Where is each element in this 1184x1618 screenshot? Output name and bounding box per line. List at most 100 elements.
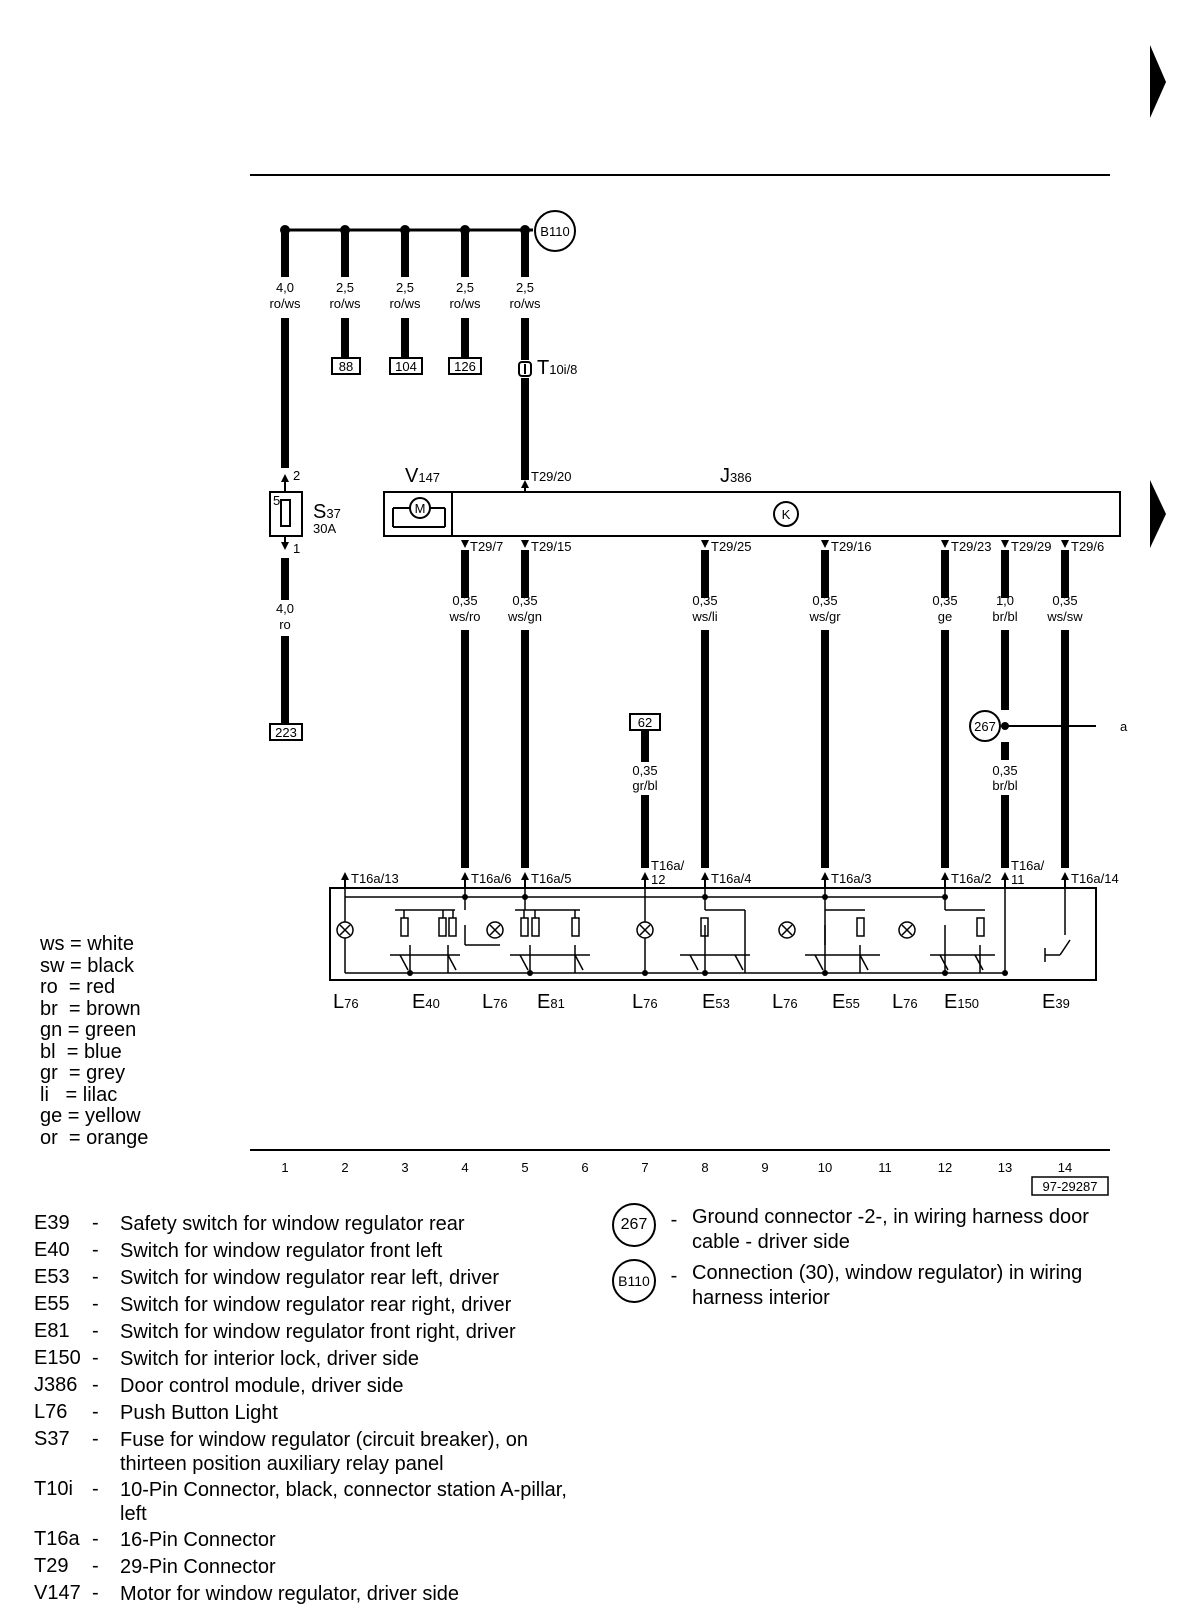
pin-arrow-icon [941, 872, 949, 880]
scale-number: 4 [461, 1160, 468, 1175]
scale-number: 11 [878, 1160, 892, 1175]
panel-junction [702, 894, 708, 900]
switch-pin: 12 [651, 872, 665, 887]
scale-number: 13 [998, 1160, 1012, 1175]
legend-row: or = orange [40, 1126, 149, 1149]
key-row: E150-Switch for interior lock, driver si… [34, 1347, 419, 1370]
wire-size: 0,35 [932, 593, 957, 608]
fuse-rating: 30A [313, 521, 336, 536]
panel-junction [462, 894, 468, 900]
wire-size: 2,5 [516, 280, 534, 295]
pin-arrow-icon [461, 872, 469, 880]
svg-text:62: 62 [638, 715, 652, 730]
wire-size: 1,0 [996, 593, 1014, 608]
ref-box-88: 88 [331, 357, 361, 375]
motor-v147 [383, 491, 453, 537]
wire-color: ws/li [691, 609, 717, 624]
wire-color: ws/ro [448, 609, 480, 624]
wire-color: ro/ws [509, 296, 541, 311]
pin-arrow-icon [641, 872, 649, 880]
scale-number: 10 [818, 1160, 832, 1175]
panel-junction [822, 894, 828, 900]
connector-key: 267 - Ground connector -2-, in wiring ha… [612, 1203, 1142, 1315]
panel-junction [1002, 970, 1008, 976]
svg-text:104: 104 [395, 359, 417, 374]
pin-arrow-icon [821, 540, 829, 548]
ref-box-223: 223 [269, 723, 303, 741]
component-label: L76 [772, 991, 798, 1013]
pin-arrow-icon [521, 872, 529, 880]
fuse-name: S37 [313, 501, 341, 523]
key-row: T10i-10-Pin Connector, black, connector … [34, 1478, 567, 1525]
wire-color: ws/sw [1046, 609, 1083, 624]
key-row: E81-Switch for window regulator front ri… [34, 1320, 516, 1343]
key-row: E40-Switch for window regulator front le… [34, 1239, 443, 1262]
scale-number: 14 [1058, 1160, 1072, 1175]
wire-size: 0,35 [512, 593, 537, 608]
ground-267-label: 267 [974, 719, 996, 734]
switch-pin: T16a/2 [951, 871, 991, 886]
legend-row: ro = red [40, 976, 116, 998]
connector-t10i-icon [518, 361, 532, 377]
component-label: E39 [1042, 991, 1070, 1013]
panel-junction [522, 894, 528, 900]
component-label: L76 [632, 991, 658, 1013]
module-glyph: K [782, 507, 791, 522]
scale-number: 6 [581, 1160, 588, 1175]
lamp-cross-icon [339, 924, 913, 936]
module-pin: T29/16 [831, 539, 871, 554]
module-pin-top: T29/20 [531, 469, 571, 484]
pin-arrow-icon [521, 480, 529, 488]
module-pin: T29/6 [1071, 539, 1104, 554]
module-pin: T29/7 [470, 539, 503, 554]
ground-junction [1001, 722, 1009, 730]
wire-color: ro/ws [449, 296, 481, 311]
wire-color: gr/bl [632, 778, 657, 793]
key-row: V147-Motor for window regulator, driver … [34, 1582, 460, 1605]
switch-pin: T16a/14 [1071, 871, 1119, 886]
panel-junction [942, 970, 948, 976]
figure-code: 97-29287 [1043, 1179, 1098, 1194]
switch-pin: 11 [1011, 872, 1025, 887]
scale-number: 3 [401, 1160, 408, 1175]
legend-row: li = lilac [40, 1083, 118, 1106]
module-pin: T29/29 [1011, 539, 1051, 554]
legend-row: ws = white [40, 933, 134, 955]
wire-size: 0,35 [692, 593, 717, 608]
legend-row: gr = grey [40, 1062, 126, 1084]
module-symbol-icon [773, 501, 799, 527]
b110-label: B110 [540, 224, 569, 239]
motor-glyph: M [415, 501, 426, 516]
pin-arrow-icon [281, 542, 289, 550]
switch-pin: T16a/ [1011, 858, 1045, 873]
fuse-pin-label: 5 [273, 493, 280, 508]
scale-number: 5 [521, 1160, 528, 1175]
pin-arrow-icon [701, 872, 709, 880]
pin-arrow-icon [281, 474, 289, 482]
wire-color: ro/ws [389, 296, 421, 311]
page-arrow-top-icon [1150, 45, 1166, 118]
panel-junction [822, 970, 828, 976]
switch-pin: T16a/ [651, 858, 685, 873]
motor-label: V147 [405, 465, 440, 487]
wire-color: ro/ws [329, 296, 361, 311]
component-label: E150 [944, 991, 979, 1013]
svg-text:126: 126 [454, 359, 476, 374]
wire-color: br/bl [992, 609, 1017, 624]
component-label: L76 [482, 991, 508, 1013]
wire-size: 0,35 [1052, 593, 1077, 608]
wire-color: ws/gn [507, 609, 542, 624]
scale-number: 1 [281, 1160, 288, 1175]
pin-arrow-icon [1001, 540, 1009, 548]
ground-junction [1061, 722, 1069, 730]
key-row: E53-Switch for window regulator rear lef… [34, 1266, 500, 1289]
pin-arrow-icon [1061, 540, 1069, 548]
scale-number: 8 [701, 1160, 708, 1175]
legend-row: gn = green [40, 1019, 137, 1041]
ref-box-104: 104 [389, 357, 423, 375]
wire-color-legend: ws = white sw = black ro = red br = brow… [40, 933, 149, 1149]
component-label: E55 [832, 991, 860, 1013]
fuse-pin-bottom: 1 [293, 541, 300, 556]
wire-size: 0,35 [452, 593, 477, 608]
